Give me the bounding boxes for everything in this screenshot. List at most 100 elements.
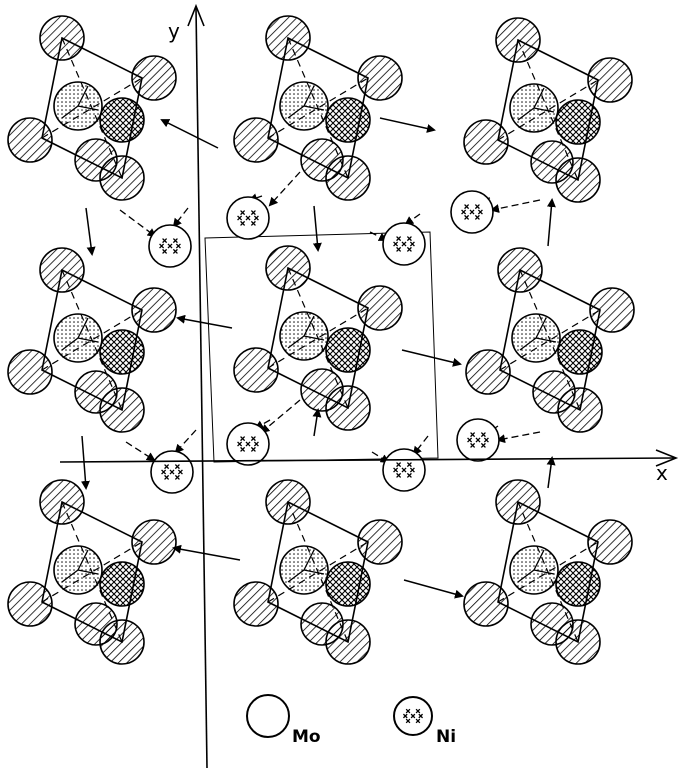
ni-cross-mark [396,246,402,252]
cluster-9 [463,479,633,665]
legend: Mo Ni [246,694,456,747]
ni-cross-mark [469,209,475,215]
ni-cross-mark [483,437,489,443]
solid-arrow [401,349,462,367]
legend-item-mo: Mo [246,694,321,747]
ni-cross-mark [396,472,402,478]
legend-ni-cross-mark [405,718,411,724]
ni-cross-mark [162,238,168,244]
x-axis [59,457,675,463]
ni-cross-mark [409,241,415,247]
cluster-7 [7,479,177,665]
solid-arrow [85,207,96,256]
bond-line [519,317,557,351]
crosshatched-atom [325,327,371,373]
ni-cross-mark [172,238,178,244]
octahedron-dashed-edge [41,541,143,603]
ni-cross-mark [467,437,473,443]
hatched-atom [7,117,53,163]
hatched-atom [74,370,118,414]
octahedron-dashed-edge [267,77,369,139]
ni-cross-mark [401,467,407,473]
ni-cross-mark [161,469,167,475]
hatched-atom [131,287,177,333]
hatched-atom [532,370,576,414]
solid-arrow [312,408,322,437]
solid-arrow [546,198,556,247]
crosshatched-atom [557,329,603,375]
ni-cross-mark [406,472,412,478]
ni-cross-mark [406,462,412,468]
crosshatched-atom [99,561,145,607]
ni-cross-mark [464,214,470,220]
ni-cross-mark [477,209,483,215]
ni-atom-6 [226,422,270,466]
crosshatched-atom [325,97,371,143]
dashed-arrow [119,209,157,238]
ni-cross-mark [175,243,181,249]
x-axis-label: x [656,461,668,485]
cluster-3 [463,17,633,203]
ni-atom-5 [150,450,194,494]
solid-arrow [176,314,233,329]
bond-line [61,85,99,119]
hatched-atom [265,245,311,291]
ni-cross-mark [240,436,246,442]
bond-line [287,315,325,349]
legend-mo-label: Mo [292,727,321,747]
ni-atom-2 [226,196,270,240]
hatched-atom [300,368,344,412]
ni-atom-8 [456,418,500,462]
dashed-arrow [125,441,156,462]
ni-cross-mark [474,214,480,220]
legend-ni-cross-mark [402,713,408,719]
ni-cross-mark [245,215,251,221]
hatched-atom [39,247,85,293]
ni-cross-mark [250,210,256,216]
ni-cross-mark [406,236,412,242]
bond-line [61,549,99,583]
ni-cross-mark [393,467,399,473]
ni-cross-mark [464,204,470,210]
ni-cross-mark [470,432,476,438]
ni-cross-mark [162,248,168,254]
hatched-atom [7,581,53,627]
ni-cross-mark [406,246,412,252]
ni-cross-mark [159,243,165,249]
atom-clusters [7,15,635,665]
hatched-atom [131,55,177,101]
ni-cross-mark [250,436,256,442]
hatched-atom [74,602,118,646]
ni-cross-mark [240,220,246,226]
cluster-1 [7,15,177,201]
hatched-atom [39,479,85,525]
octahedron-dashed-edge [497,541,599,603]
legend-item-ni: Ni [393,696,456,747]
ni-cross-mark [250,220,256,226]
solid-arrow [172,544,241,561]
octahedron-dashed-edge [499,309,601,371]
solid-arrow [379,117,436,133]
ni-cross-mark [470,442,476,448]
ni-cross-mark [250,446,256,452]
y-axis-label: y [168,19,180,43]
ni-cross-mark [396,236,402,242]
octahedron-dashed-edge [267,541,369,603]
hatched-atom [233,581,279,627]
legend-ni-cross-mark [415,718,421,724]
y-axis [195,7,208,768]
unit-cell-rect [204,231,439,463]
ni-cross-mark [174,464,180,470]
y-axis-arrowhead [187,3,205,27]
ni-cross-mark [461,209,467,215]
hatched-atom [7,349,53,395]
dashed-arrow [404,213,421,226]
ni-cross-mark [480,432,486,438]
ni-cross-mark [253,441,259,447]
crosshatched-atom [99,329,145,375]
hatched-atom [357,55,403,101]
ni-cross-mark [401,241,407,247]
legend-ni-cross-mark [415,708,421,714]
hatched-atom [589,287,635,333]
